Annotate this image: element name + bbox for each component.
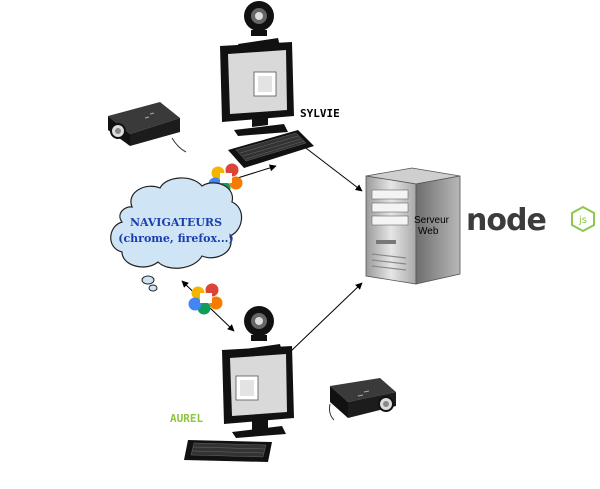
projector-icon bbox=[329, 378, 396, 421]
server-label-line2: Web bbox=[418, 226, 439, 237]
projector-icon bbox=[108, 102, 187, 153]
nodejs-logo-icon: node js bbox=[466, 203, 595, 238]
keyboard-icon bbox=[184, 440, 272, 462]
cloud-title: NAVIGATEURS bbox=[130, 216, 222, 229]
web-server: Serveur Web bbox=[365, 167, 461, 285]
server-tower-icon bbox=[365, 167, 461, 285]
monitor-icon bbox=[220, 42, 294, 136]
server-label-line1: Serveur bbox=[414, 215, 450, 226]
arrow-sylvie-to-server bbox=[297, 141, 363, 192]
workstation-aurel bbox=[184, 306, 396, 462]
nodejs-badge-hexagon bbox=[571, 205, 595, 233]
browsers-cloud: NAVIGATEURS (chrome, firefox...) bbox=[110, 177, 243, 292]
webcam-icon bbox=[238, 1, 280, 50]
user-label-sylvie: SYLVIE bbox=[300, 107, 340, 120]
cloud-subtitle: (chrome, firefox...) bbox=[118, 232, 233, 245]
arrow-aurel-to-server bbox=[289, 282, 363, 353]
keyboard-icon bbox=[228, 130, 314, 168]
nodejs-wordmark: node bbox=[466, 203, 546, 238]
nodejs-badge-text: js bbox=[578, 215, 587, 226]
user-label-aurel: AUREL bbox=[170, 412, 203, 425]
monitor-icon bbox=[222, 346, 294, 438]
workstation-sylvie bbox=[108, 1, 314, 168]
webrtc-logo-icon bbox=[188, 283, 223, 315]
